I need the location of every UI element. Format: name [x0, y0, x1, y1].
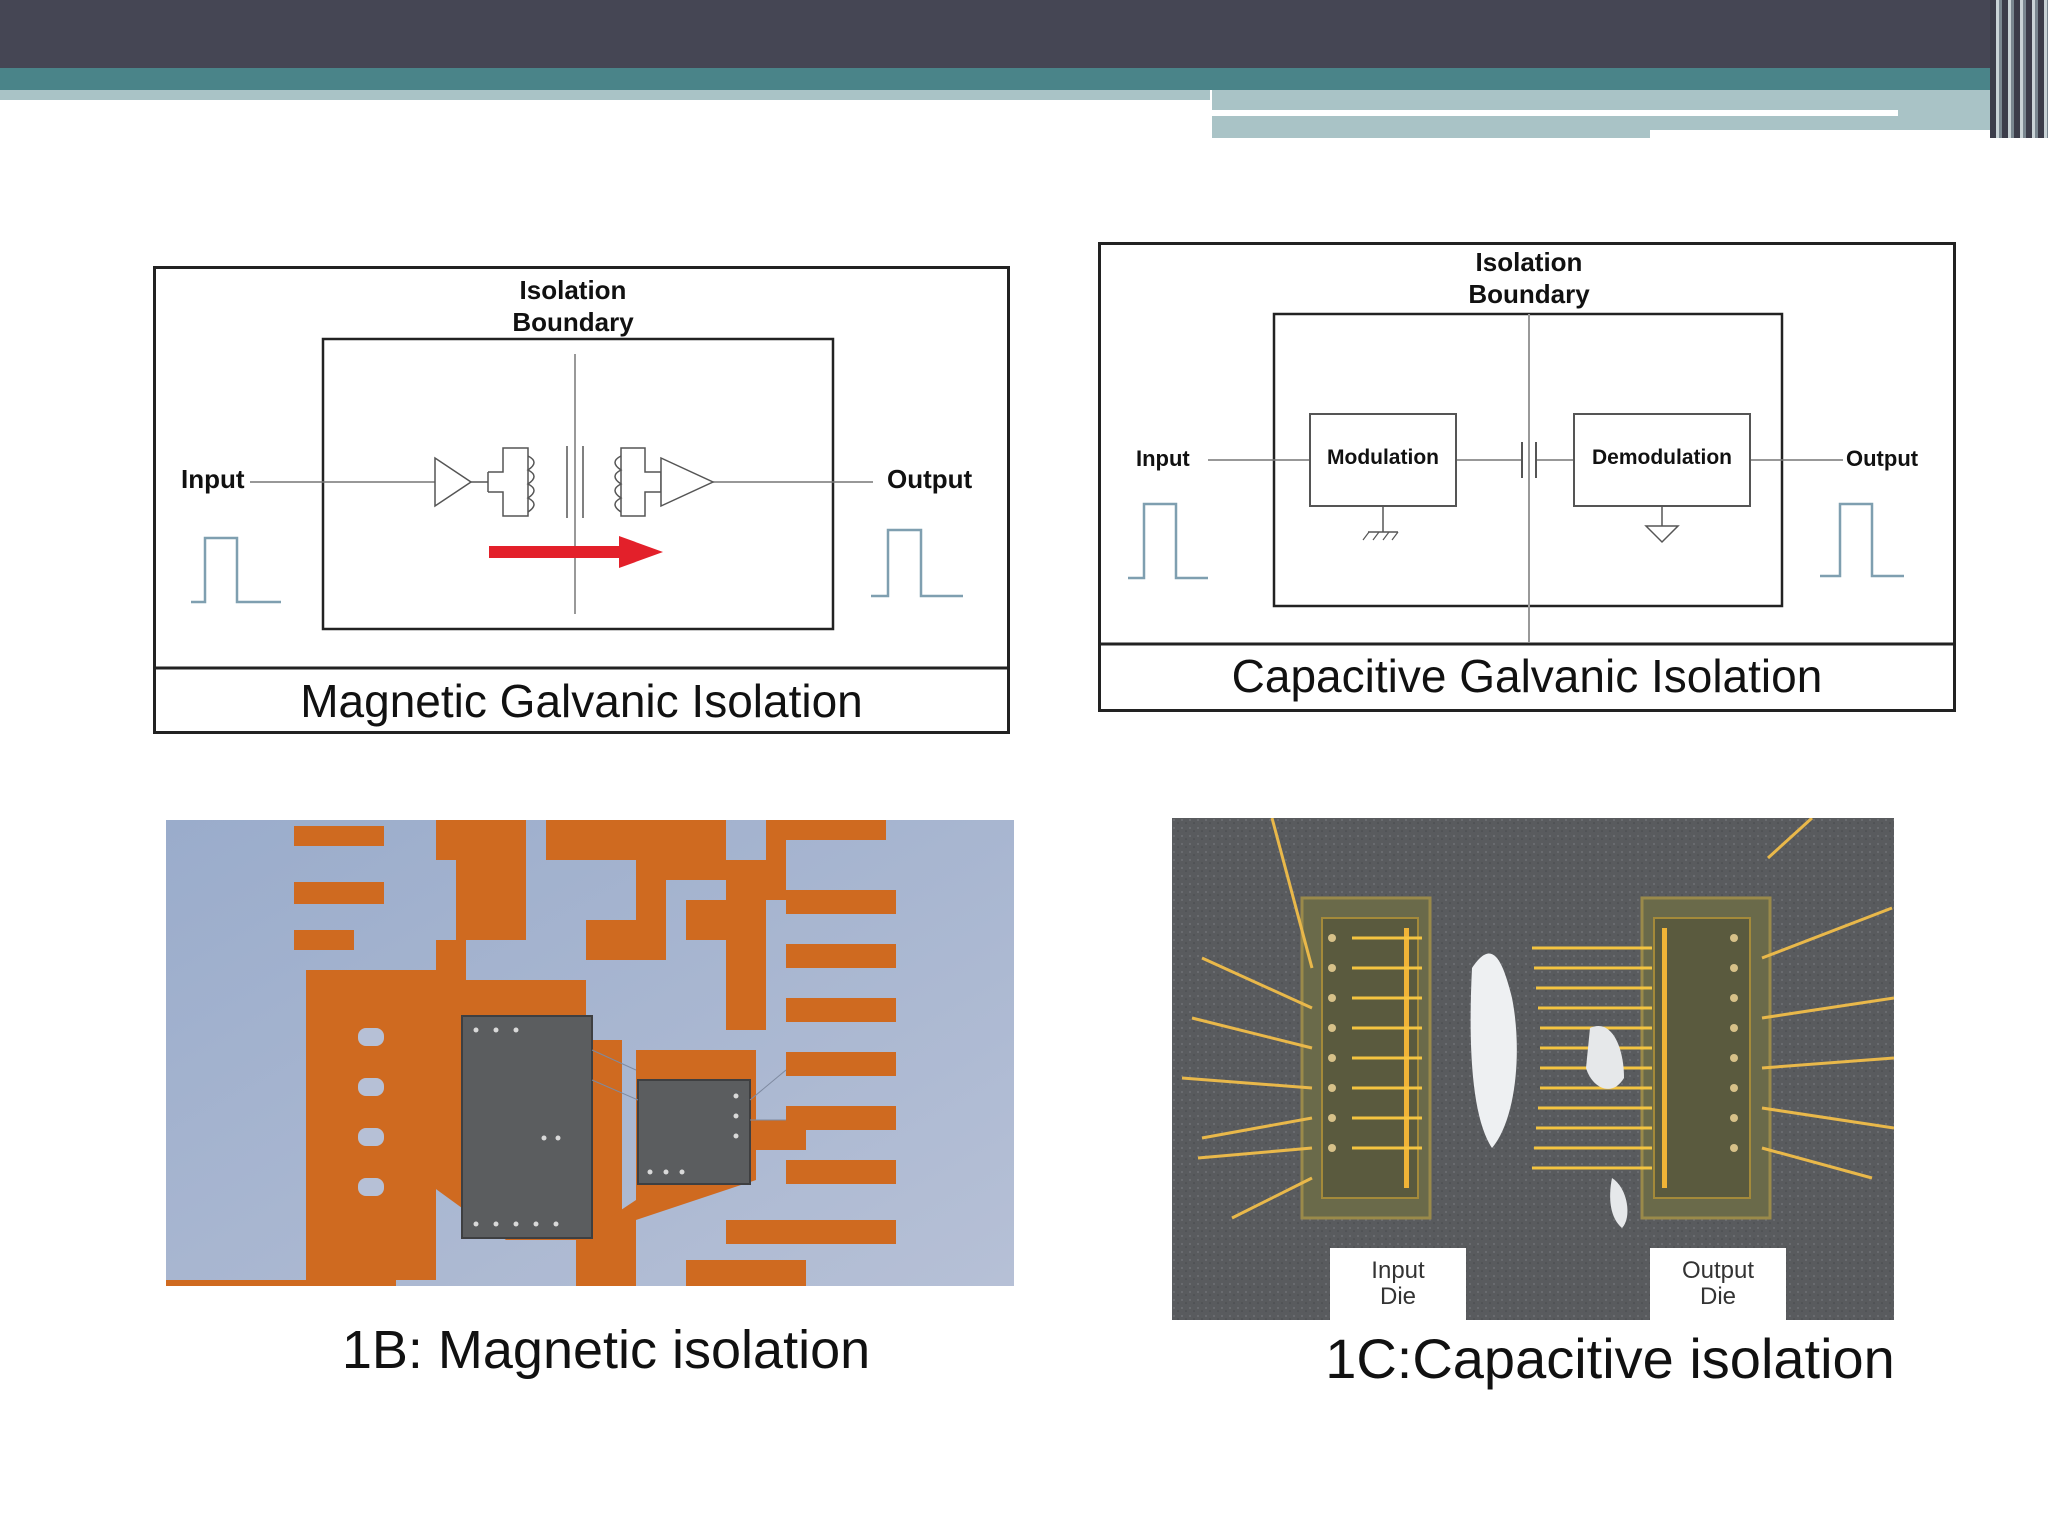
- input-die-line1: Input: [1371, 1257, 1425, 1284]
- input-die-line2: Die: [1379, 1283, 1416, 1310]
- isolation-boundary-label: Isolation Boundary: [1429, 246, 1629, 310]
- capacitive-diagram-svg: [1098, 242, 1956, 712]
- magnetic-diagram-svg: [153, 266, 1010, 734]
- magnetic-diagram-caption: Magnetic Galvanic Isolation: [300, 675, 863, 727]
- modulation-label: Modulation: [1327, 446, 1439, 469]
- header-white-line-1: [1212, 110, 1898, 116]
- header-white-line-2: [1650, 130, 1990, 138]
- isolation-boundary-label: Isolation Boundary: [473, 274, 673, 338]
- header-dark-band: [0, 0, 1990, 68]
- header-bar: [0, 0, 2048, 140]
- capacitive-chip-photo: Input Die Output Die: [1172, 818, 1894, 1320]
- magnetic-isolation-diagram: Isolation Boundary Input Output Magnetic…: [153, 266, 1010, 734]
- output-label: Output: [887, 464, 973, 494]
- isolation-boundary-line2: Boundary: [512, 307, 634, 337]
- output-die-label: Output Die: [1650, 1248, 1786, 1320]
- output-die-line1: Output: [1681, 1257, 1755, 1284]
- header-teal-band: [0, 68, 1990, 90]
- output-label: Output: [1846, 446, 1919, 471]
- capacitive-photo-caption: 1C:Capacitive isolation: [1325, 1327, 1895, 1390]
- input-die-label: Input Die: [1330, 1248, 1466, 1320]
- capacitive-isolation-diagram: Isolation Boundary Input Output Modulati…: [1098, 242, 1956, 712]
- magnetic-chip-image: [166, 820, 1014, 1286]
- magnetic-photo-caption: 1B: Magnetic isolation: [341, 1320, 871, 1380]
- demodulation-label: Demodulation: [1592, 446, 1732, 469]
- isolation-boundary-line1: Isolation: [1475, 247, 1583, 277]
- output-die-line2: Die: [1699, 1283, 1736, 1310]
- capacitive-diagram-caption: Capacitive Galvanic Isolation: [1231, 650, 1823, 702]
- header-light-band-left: [0, 90, 1210, 100]
- capacitive-chip-image: [1172, 818, 1894, 1320]
- input-label: Input: [1136, 446, 1190, 471]
- isolation-boundary-line2: Boundary: [1468, 279, 1590, 309]
- isolation-boundary-line1: Isolation: [519, 275, 627, 305]
- header-stripes: [1990, 0, 2048, 138]
- magnetic-chip-photo: [166, 820, 1014, 1286]
- input-label: Input: [181, 464, 245, 494]
